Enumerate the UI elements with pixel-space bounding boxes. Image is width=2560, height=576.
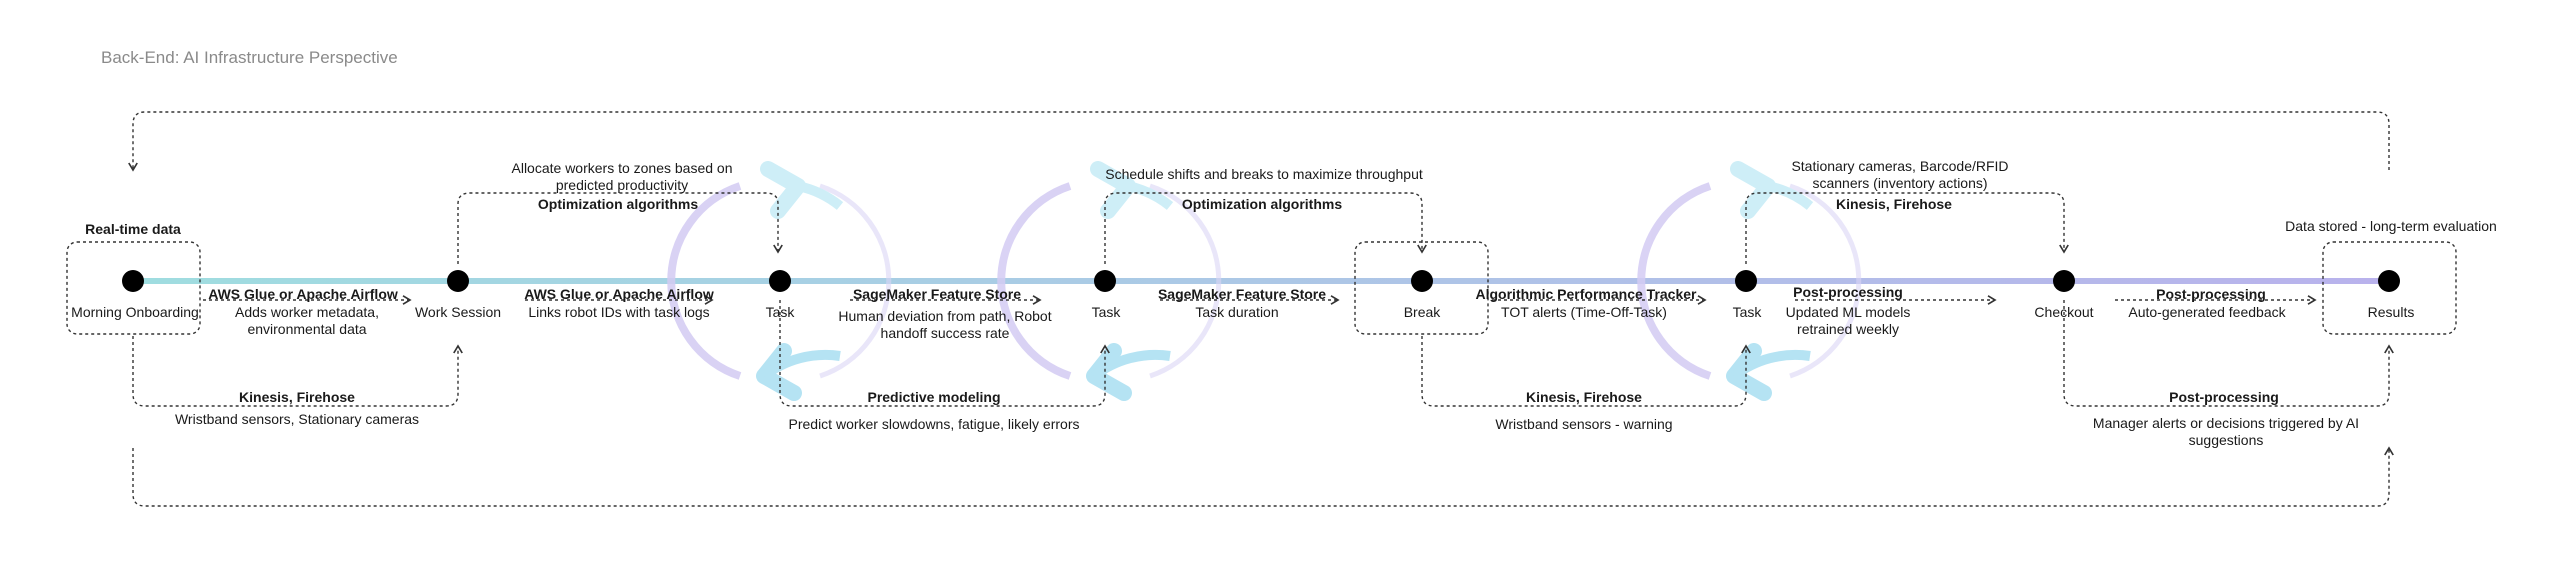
stationary-tool: Kinesis, Firehose [1836, 196, 1952, 212]
loop-stationary [1745, 192, 2069, 264]
node-task-1[interactable] [769, 270, 791, 292]
manager-desc-1: Manager alerts or decisions triggered by… [2092, 415, 2360, 431]
stage-desc-checkout-results: Auto-generated feedback [2128, 304, 2286, 320]
node-morning-onboarding[interactable] [122, 270, 144, 292]
node-work-session[interactable] [447, 270, 469, 292]
loop-manager [2063, 300, 2394, 407]
realtime-data-label: Real-time data [85, 221, 181, 237]
schedule-tool: Optimization algorithms [1181, 196, 1343, 212]
stage-tool-task2-break: SageMaker Feature Store [1157, 286, 1327, 302]
predictive-tool: Predictive modeling [867, 389, 1001, 405]
manager-desc-2: suggestions [2188, 432, 2264, 448]
node-label-work-session: Work Session [414, 304, 502, 320]
stage-desc-task3-checkout-1: Updated ML models [1785, 304, 1911, 320]
warning-tool: Kinesis, Firehose [1526, 389, 1642, 405]
stage-desc-task3-checkout-2: retrained weekly [1797, 321, 1899, 337]
allocate-text-1: Allocate workers to zones based on [511, 160, 733, 176]
loop-warning [1421, 336, 1751, 407]
node-label-task-1: Task [765, 304, 795, 320]
stage-tool-task3-checkout: Post-processing [1793, 284, 1903, 300]
schedule-text: Schedule shifts and breaks to maximize t… [1105, 166, 1423, 182]
cycle-icon [667, 161, 892, 401]
stage-tool-onboarding-work: AWS Glue or Apache Airflow [208, 286, 398, 302]
loop-wristband [132, 336, 463, 407]
stationary-text-2: scanners (inventory actions) [1812, 175, 1988, 191]
loop-schedule [1104, 192, 1427, 264]
node-label-checkout: Checkout [2034, 304, 2094, 320]
node-label-task-3: Task [1732, 304, 1762, 320]
data-stored-label: Data stored - long-term evaluation [2285, 218, 2497, 234]
stage-tool-task1-task2: SageMaker Feature Store [852, 286, 1022, 302]
cycle-icon [997, 161, 1222, 401]
allocate-text-2: predicted productivity [555, 177, 689, 193]
stage-desc-work-task: Links robot IDs with task logs [528, 304, 710, 320]
node-label-results: Results [2367, 304, 2415, 320]
node-results[interactable] [2378, 270, 2400, 292]
stage-desc-onboarding-work-2: environmental data [247, 321, 367, 337]
loop-predictive [779, 300, 1110, 407]
stage-desc-task2-break: Task duration [1195, 304, 1279, 320]
stage-desc-onboarding-work-1: Adds worker metadata, [235, 304, 379, 320]
wristband-desc: Wristband sensors, Stationary cameras [174, 411, 420, 427]
morning-onboarding-box [66, 241, 201, 335]
warning-desc: Wristband sensors - warning [1495, 416, 1673, 432]
node-checkout[interactable] [2053, 270, 2075, 292]
stage-tool-break-task3: Algorithmic Performance Tracker [1475, 286, 1697, 302]
node-break[interactable] [1411, 270, 1433, 292]
stage-desc-task1-task2-1: Human deviation from path, Robot [838, 308, 1052, 324]
timeline-bar [133, 278, 2389, 284]
stage-desc-break-task3: TOT alerts (Time-Off-Task) [1501, 304, 1667, 320]
wristband-tool: Kinesis, Firehose [239, 389, 355, 405]
node-label-morning-onboarding: Morning Onboarding [71, 304, 199, 320]
page-title: Back-End: AI Infrastructure Perspective [101, 48, 398, 67]
predictive-desc: Predict worker slowdowns, fatigue, likel… [788, 416, 1080, 432]
outer-bottom-loop [132, 446, 2394, 507]
stage-desc-task1-task2-2: handoff success rate [880, 325, 1010, 341]
node-task-2[interactable] [1094, 270, 1116, 292]
allocate-tool: Optimization algorithms [537, 196, 699, 212]
node-label-task-2: Task [1091, 304, 1121, 320]
stage-tool-work-task: AWS Glue or Apache Airflow [524, 286, 714, 302]
results-box [2322, 241, 2457, 335]
node-label-break: Break [1403, 304, 1441, 320]
node-task-3[interactable] [1735, 270, 1757, 292]
manager-tool: Post-processing [2169, 389, 2279, 405]
outer-top-loop [128, 111, 2390, 172]
stage-tool-checkout-results: Post-processing [2156, 286, 2266, 302]
stationary-text-1: Stationary cameras, Barcode/RFID [1791, 158, 2009, 174]
